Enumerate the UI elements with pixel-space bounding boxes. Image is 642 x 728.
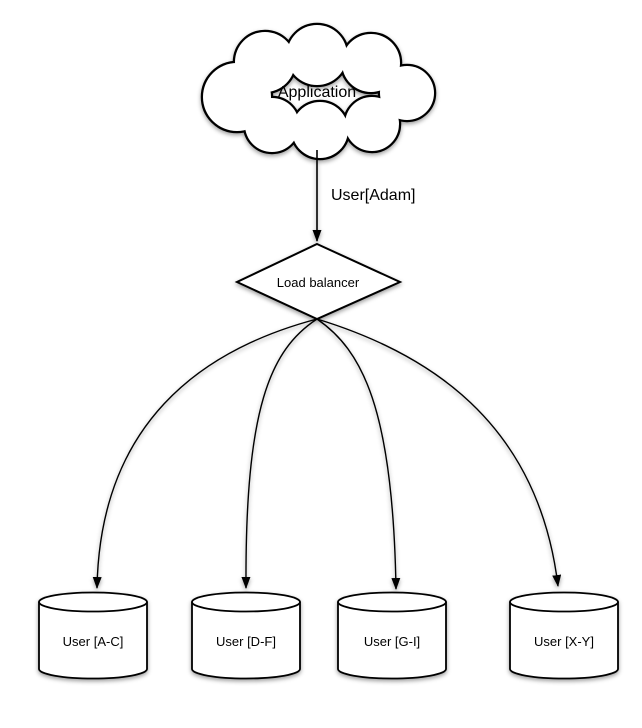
application-cloud-shape: [200, 22, 437, 161]
lb-to-shard-0-arrow: [92, 318, 318, 589]
app-to-lb-edge-label: User[Adam]: [331, 187, 416, 204]
shard-0-node-label: User [A-C]: [62, 634, 124, 649]
shard-2-cylinder-shape: [337, 591, 447, 680]
load-balancer-node-label: Load balancer: [276, 275, 360, 290]
shard-3-node-label: User [X-Y]: [534, 634, 594, 649]
shard-2-node-label: User [G-I]: [363, 634, 421, 649]
lb-to-shard-3-arrow: [316, 318, 562, 587]
lb-to-shard-2-arrow: [316, 318, 401, 590]
lb-to-shard-1-arrow: [241, 318, 318, 589]
shard-1-cylinder-shape: [191, 591, 301, 680]
application-node-label: Application: [277, 84, 357, 101]
shard-3-cylinder-shape: [509, 591, 619, 680]
shard-1-node-label: User [D-F]: [216, 634, 276, 649]
shard-0-cylinder-shape: [38, 591, 148, 680]
